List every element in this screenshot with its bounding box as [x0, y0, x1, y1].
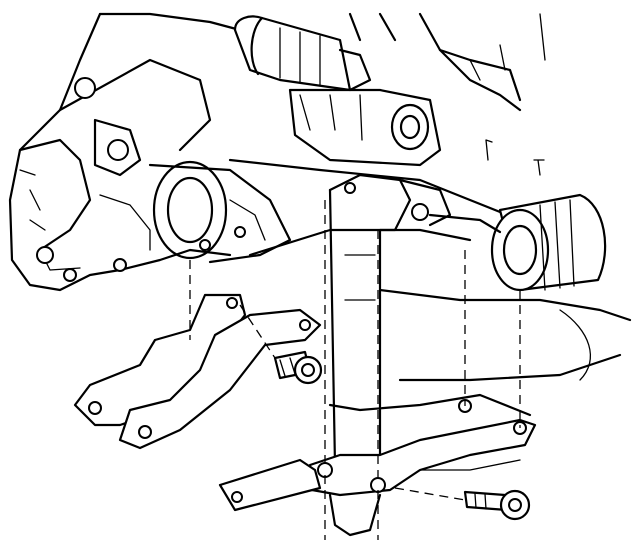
engine-upper-right [348, 12, 546, 176]
bolt-boss-lower-left [36, 246, 54, 264]
bolt-upper [273, 350, 323, 385]
mount-cradle [308, 399, 537, 537]
oil-pan [228, 158, 632, 417]
bolt-boss-upper-left [74, 77, 96, 99]
oil-filter [428, 193, 607, 292]
lower-strap [218, 458, 322, 512]
bolt-head [107, 139, 129, 161]
bell-housing [148, 160, 292, 264]
bolt-lower [463, 489, 531, 521]
engine-block [8, 12, 242, 292]
starter-motor [233, 15, 442, 167]
alignment-lines [189, 200, 521, 540]
transmission-bracket [73, 293, 322, 450]
mount-bracket-strut [328, 173, 452, 482]
